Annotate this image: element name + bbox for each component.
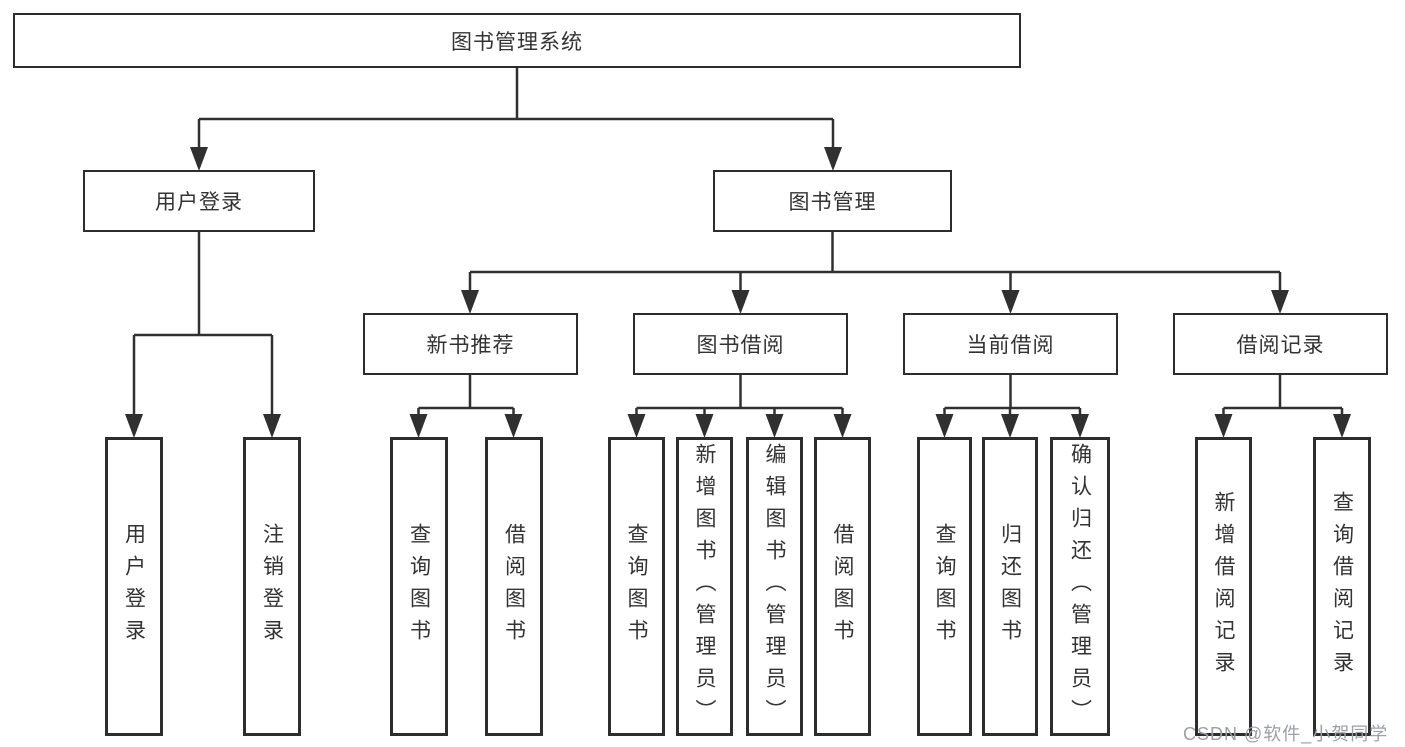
csdn-watermark: CSDN @软件_小贺同学	[1183, 724, 1389, 744]
leaf-edit-books-admin-label: 编辑图书（管理员）	[763, 442, 786, 731]
leaf-borrow-books-label: 借阅图书	[831, 522, 854, 651]
node-book-management: 图书管理	[713, 170, 952, 232]
leaf-add-books-admin-label: 新增图书（管理员）	[693, 442, 716, 731]
node-library-system: 图书管理系统	[13, 13, 1021, 68]
leaf-confirm-return-admin: 确认归还（管理员）	[1050, 437, 1110, 736]
node-borrowing-records: 借阅记录	[1173, 313, 1388, 375]
node-user-login: 用户登录	[83, 170, 315, 232]
leaf-add-borrow-record: 新增借阅记录	[1195, 437, 1252, 736]
leaf-logout-label: 注销登录	[260, 522, 284, 651]
leaf-query-books-recommend: 查询图书	[390, 437, 448, 736]
leaf-borrow-books-recommend-label: 借阅图书	[502, 522, 526, 651]
leaf-query-books-recommend-label: 查询图书	[407, 522, 431, 651]
leaf-query-borrow-record: 查询借阅记录	[1313, 437, 1371, 736]
node-current-borrowing-label: 当前借阅	[966, 334, 1055, 357]
node-book-management-label: 图书管理	[788, 191, 877, 214]
leaf-add-borrow-record-label: 新增借阅记录	[1212, 490, 1235, 683]
node-library-system-label: 图书管理系统	[451, 30, 583, 54]
node-borrowing-records-label: 借阅记录	[1236, 334, 1325, 357]
connector-paths	[132, 68, 1344, 414]
leaf-add-books-admin: 新增图书（管理员）	[676, 437, 733, 736]
node-book-borrowing-label: 图书借阅	[696, 334, 785, 357]
leaf-user-login-label: 用户登录	[122, 522, 146, 651]
leaf-logout: 注销登录	[243, 437, 301, 736]
node-current-borrowing: 当前借阅	[903, 313, 1118, 375]
leaf-query-books-borrow-label: 查询图书	[625, 522, 648, 651]
leaf-query-books-current-label: 查询图书	[933, 522, 956, 651]
leaf-edit-books-admin: 编辑图书（管理员）	[746, 437, 803, 736]
node-user-login-label: 用户登录	[155, 191, 243, 214]
node-new-book-recommendation-label: 新书推荐	[426, 334, 515, 357]
leaf-borrow-books: 借阅图书	[814, 437, 871, 736]
leaf-query-books-current: 查询图书	[917, 437, 972, 736]
leaf-return-books-label: 归还图书	[998, 522, 1022, 651]
leaf-confirm-return-admin-label: 确认归还（管理员）	[1068, 442, 1092, 731]
leaf-query-borrow-record-label: 查询借阅记录	[1330, 490, 1354, 683]
leaf-borrow-books-recommend: 借阅图书	[485, 437, 543, 736]
leaf-query-books-borrow: 查询图书	[608, 437, 665, 736]
node-new-book-recommendation: 新书推荐	[363, 313, 578, 375]
node-book-borrowing: 图书借阅	[633, 313, 848, 375]
leaf-user-login: 用户登录	[105, 437, 163, 736]
leaf-return-books: 归还图书	[982, 437, 1038, 736]
